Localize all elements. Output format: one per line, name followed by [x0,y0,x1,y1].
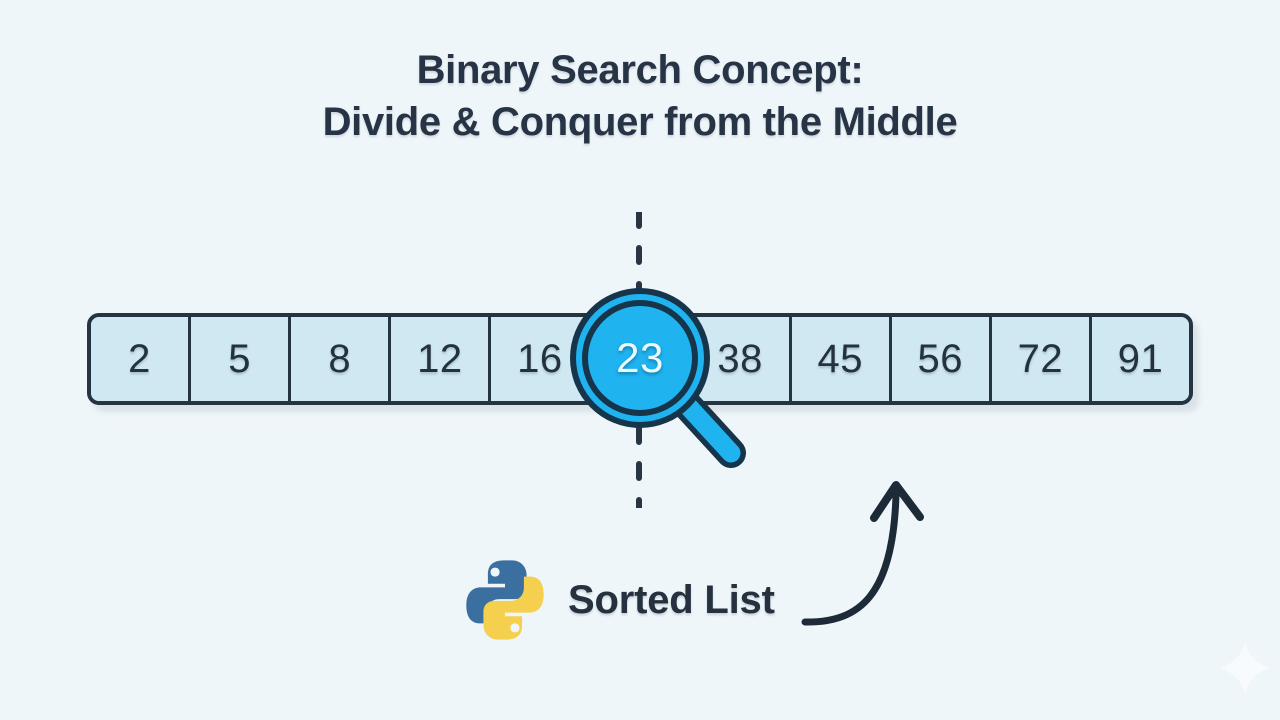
array-cell[interactable]: 72 [991,317,1092,401]
array-cell-highlighted[interactable]: 23 [591,317,692,401]
array-cell-value: 12 [417,336,463,381]
title-line-2: Divide & Conquer from the Middle [322,100,958,144]
curved-arrow-icon [801,481,924,626]
sorted-list-label: Sorted List [568,577,775,622]
sorted-list-annotation: Sorted List [460,552,775,648]
sorted-array: 2 5 8 12 16 23 38 45 56 72 91 [87,313,1199,412]
array-cell[interactable]: 16 [491,317,592,401]
array-cell-value: 5 [228,336,252,381]
array-cell[interactable]: 45 [791,317,892,401]
array-cell[interactable]: 12 [391,317,492,401]
array-cell-value: 91 [1117,336,1164,381]
array-cell-value: 16 [517,336,563,381]
array-cell[interactable]: 38 [691,317,792,401]
array-cell[interactable]: 8 [291,317,392,401]
array-cell-value: 56 [917,336,964,381]
array-cell-value: 38 [717,336,763,381]
array-cell-value: 72 [1017,336,1064,381]
array-cell-value: 8 [328,336,352,381]
python-logo-icon [466,560,544,640]
array-cell[interactable]: 56 [891,317,992,401]
array-cell-value: 45 [817,336,863,381]
array-cell[interactable]: 91 [1091,317,1189,401]
array-cell[interactable]: 2 [91,317,192,401]
array-cell[interactable]: 5 [191,317,292,401]
page-title: Binary Search Concept: Divide & Conquer … [0,44,1280,148]
array-track: 2 5 8 12 16 23 38 45 56 72 91 [87,313,1193,405]
array-cell-value: 23 [617,337,663,382]
corner-sparkle-icon [1220,642,1270,694]
title-line-1: Binary Search Concept: [416,48,864,92]
array-cell-value: 2 [128,336,151,381]
